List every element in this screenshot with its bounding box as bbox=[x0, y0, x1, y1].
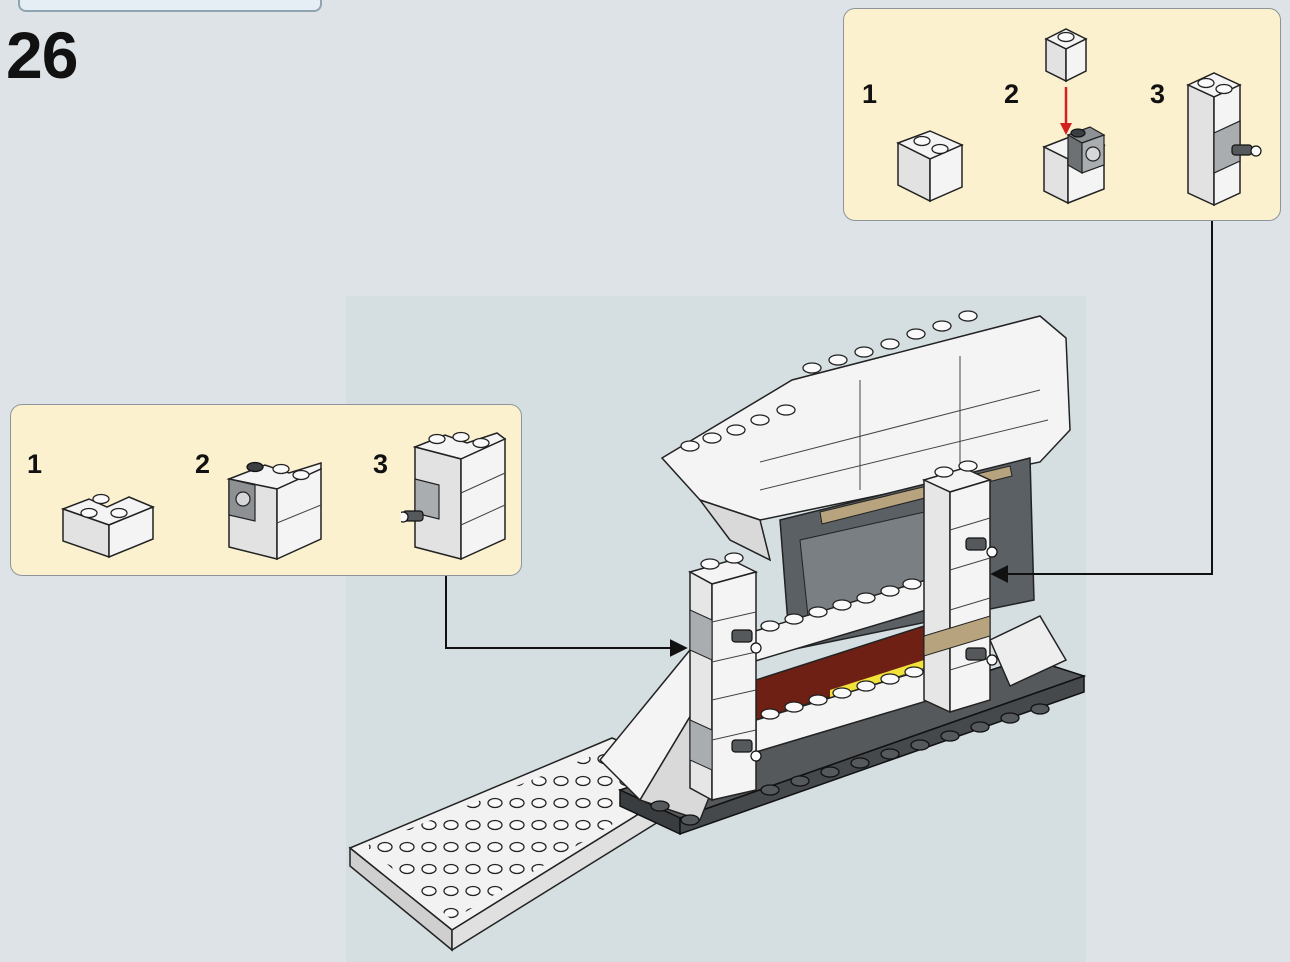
arrow-right-icon bbox=[446, 574, 686, 648]
arrow-down-icon bbox=[1060, 123, 1072, 135]
column-with-pin bbox=[1180, 65, 1270, 215]
callout-top-right: 1 2 3 bbox=[843, 8, 1281, 221]
substep-number: 1 bbox=[862, 81, 877, 108]
technic-brick-assembly bbox=[1034, 23, 1114, 213]
substep-number: 3 bbox=[373, 451, 388, 478]
corner-brick bbox=[59, 479, 159, 565]
substep-number: 2 bbox=[195, 451, 210, 478]
callout-left: 1 2 3 bbox=[10, 404, 522, 576]
brick-1x2 bbox=[890, 119, 970, 215]
stacked-corner-technic bbox=[225, 449, 325, 565]
right-column bbox=[924, 461, 997, 712]
left-column bbox=[690, 553, 761, 800]
substep-number: 3 bbox=[1150, 81, 1165, 108]
substep-number: 1 bbox=[27, 451, 42, 478]
substep-number: 2 bbox=[1004, 81, 1019, 108]
tall-corner-with-pin bbox=[401, 419, 511, 569]
